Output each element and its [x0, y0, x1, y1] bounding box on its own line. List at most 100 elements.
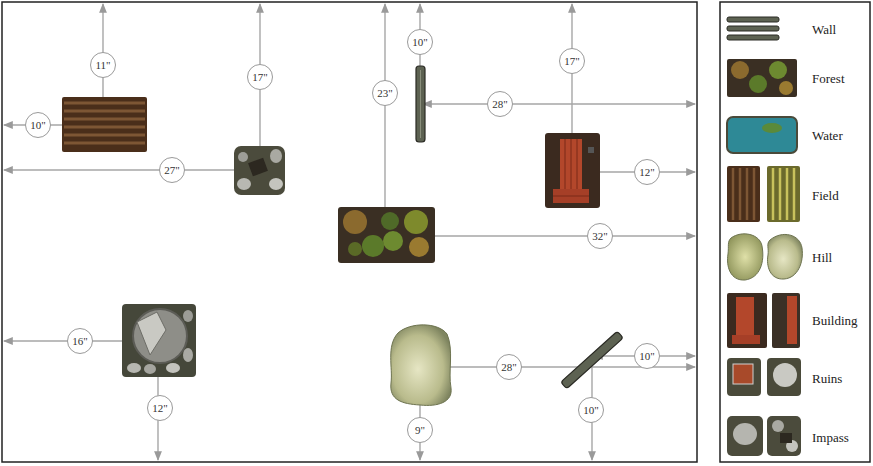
forest-terrain: [409, 237, 429, 257]
ruins-terrain: [144, 364, 156, 374]
measure-line: [4, 169, 258, 170]
dimension-value: 28": [501, 362, 517, 373]
measure-line: [423, 103, 695, 104]
legend-sample: [793, 168, 796, 220]
dimension-value: 10": [30, 120, 46, 131]
dimension-circle: 32": [587, 223, 613, 249]
legend-sample: [773, 168, 794, 220]
legend-sample: [732, 335, 760, 344]
dimension-circle: 17": [559, 48, 585, 74]
legend-label: Hill: [812, 251, 832, 264]
legend-sample: [727, 17, 802, 456]
field-terrain: [64, 118, 145, 121]
legend-label: Water: [812, 129, 843, 142]
dimension-value: 10": [583, 405, 599, 416]
legend-sample: [780, 433, 792, 443]
forest-terrain: [348, 242, 362, 256]
dimension-circle: 28": [487, 91, 513, 117]
hill-terrain: [391, 325, 451, 406]
legend-sample: [787, 296, 797, 344]
measure-line: [384, 4, 385, 233]
legend-sample: [732, 168, 735, 220]
dimension-circle: 12": [634, 159, 660, 185]
legend-sample: [753, 168, 756, 220]
legend-label: Building: [812, 314, 858, 327]
forest-terrain: [338, 207, 435, 263]
building-terrain: [577, 139, 578, 189]
legend-sample: [762, 123, 782, 133]
legend-sample: [727, 35, 779, 40]
field-terrain: [64, 126, 145, 129]
forest-terrain: [404, 210, 428, 234]
legend-sample: [727, 166, 760, 222]
legend-sample: [727, 358, 761, 396]
legend-sample: [731, 61, 749, 79]
dimension-value: 17": [564, 56, 580, 67]
legend-sample: [773, 363, 797, 387]
building-terrain: [553, 196, 589, 197]
ruins-terrain: [183, 310, 193, 322]
dimension-value: 11": [95, 60, 110, 71]
dimension-value: 23": [377, 88, 393, 99]
field-terrain: [62, 97, 147, 152]
dimension-circle: 28": [496, 354, 522, 380]
building-terrain: [565, 139, 566, 189]
field-terrain: [64, 134, 145, 137]
legend-label: Impass: [812, 431, 849, 444]
building-terrain: [560, 139, 582, 189]
legend-sample: [728, 234, 763, 280]
legend-sample: [767, 166, 800, 222]
building-terrain: [553, 139, 589, 196]
forest-terrain: [381, 212, 399, 230]
dimension-value: 17": [252, 72, 268, 83]
dimension-value: 10": [412, 37, 428, 48]
legend-sample: [772, 293, 800, 348]
dimension-circle: 16": [67, 328, 93, 354]
legend-sample: [727, 17, 779, 22]
ruins-terrain: [122, 304, 196, 377]
ruins-terrain: [183, 348, 193, 362]
legend-label: Forest: [812, 72, 845, 85]
field-terrain: [64, 142, 145, 145]
dimension-value: 12": [639, 167, 655, 178]
dimension-value: 9": [415, 425, 425, 436]
legend-frame: [720, 2, 870, 462]
legend-sample: [772, 420, 784, 432]
wall-terrain: [416, 66, 425, 142]
legend-sample: [736, 297, 754, 335]
impass-terrain: [238, 152, 248, 162]
wall-terrain: [416, 66, 425, 142]
legend-sample: [768, 234, 803, 279]
field-terrain: [64, 103, 145, 143]
dimension-circle: 10": [25, 112, 51, 138]
dimension-circle: 9": [407, 417, 433, 443]
dimension-value: 12": [152, 403, 168, 414]
forest-terrain: [343, 210, 367, 234]
legend-sample: [727, 59, 797, 97]
legend-sample: [727, 416, 763, 456]
legend-sample: [727, 293, 767, 348]
dimension-circle: 10": [634, 343, 660, 369]
wall-terrain: [420, 70, 421, 138]
legend-sample: [733, 168, 754, 220]
legend-sample: [779, 168, 782, 220]
dimension-circle: 17": [247, 64, 273, 90]
ruins-terrain: [166, 363, 180, 373]
building-terrain: [553, 189, 589, 203]
field-terrain: [64, 110, 145, 113]
impass-terrain: [234, 146, 285, 195]
legend-sample: [739, 168, 742, 220]
dimension-value: 16": [72, 336, 88, 347]
field-terrain: [64, 102, 145, 105]
forest-terrain: [383, 231, 403, 251]
impass-terrain: [270, 149, 282, 163]
impass-terrain: [234, 146, 285, 195]
legend-sample: [767, 358, 801, 396]
building-terrain: [571, 139, 572, 189]
forest-terrain: [338, 207, 435, 263]
dimension-value: 27": [164, 165, 180, 176]
dimension-circle: 23": [372, 80, 398, 106]
forest-terrain: [362, 235, 384, 257]
